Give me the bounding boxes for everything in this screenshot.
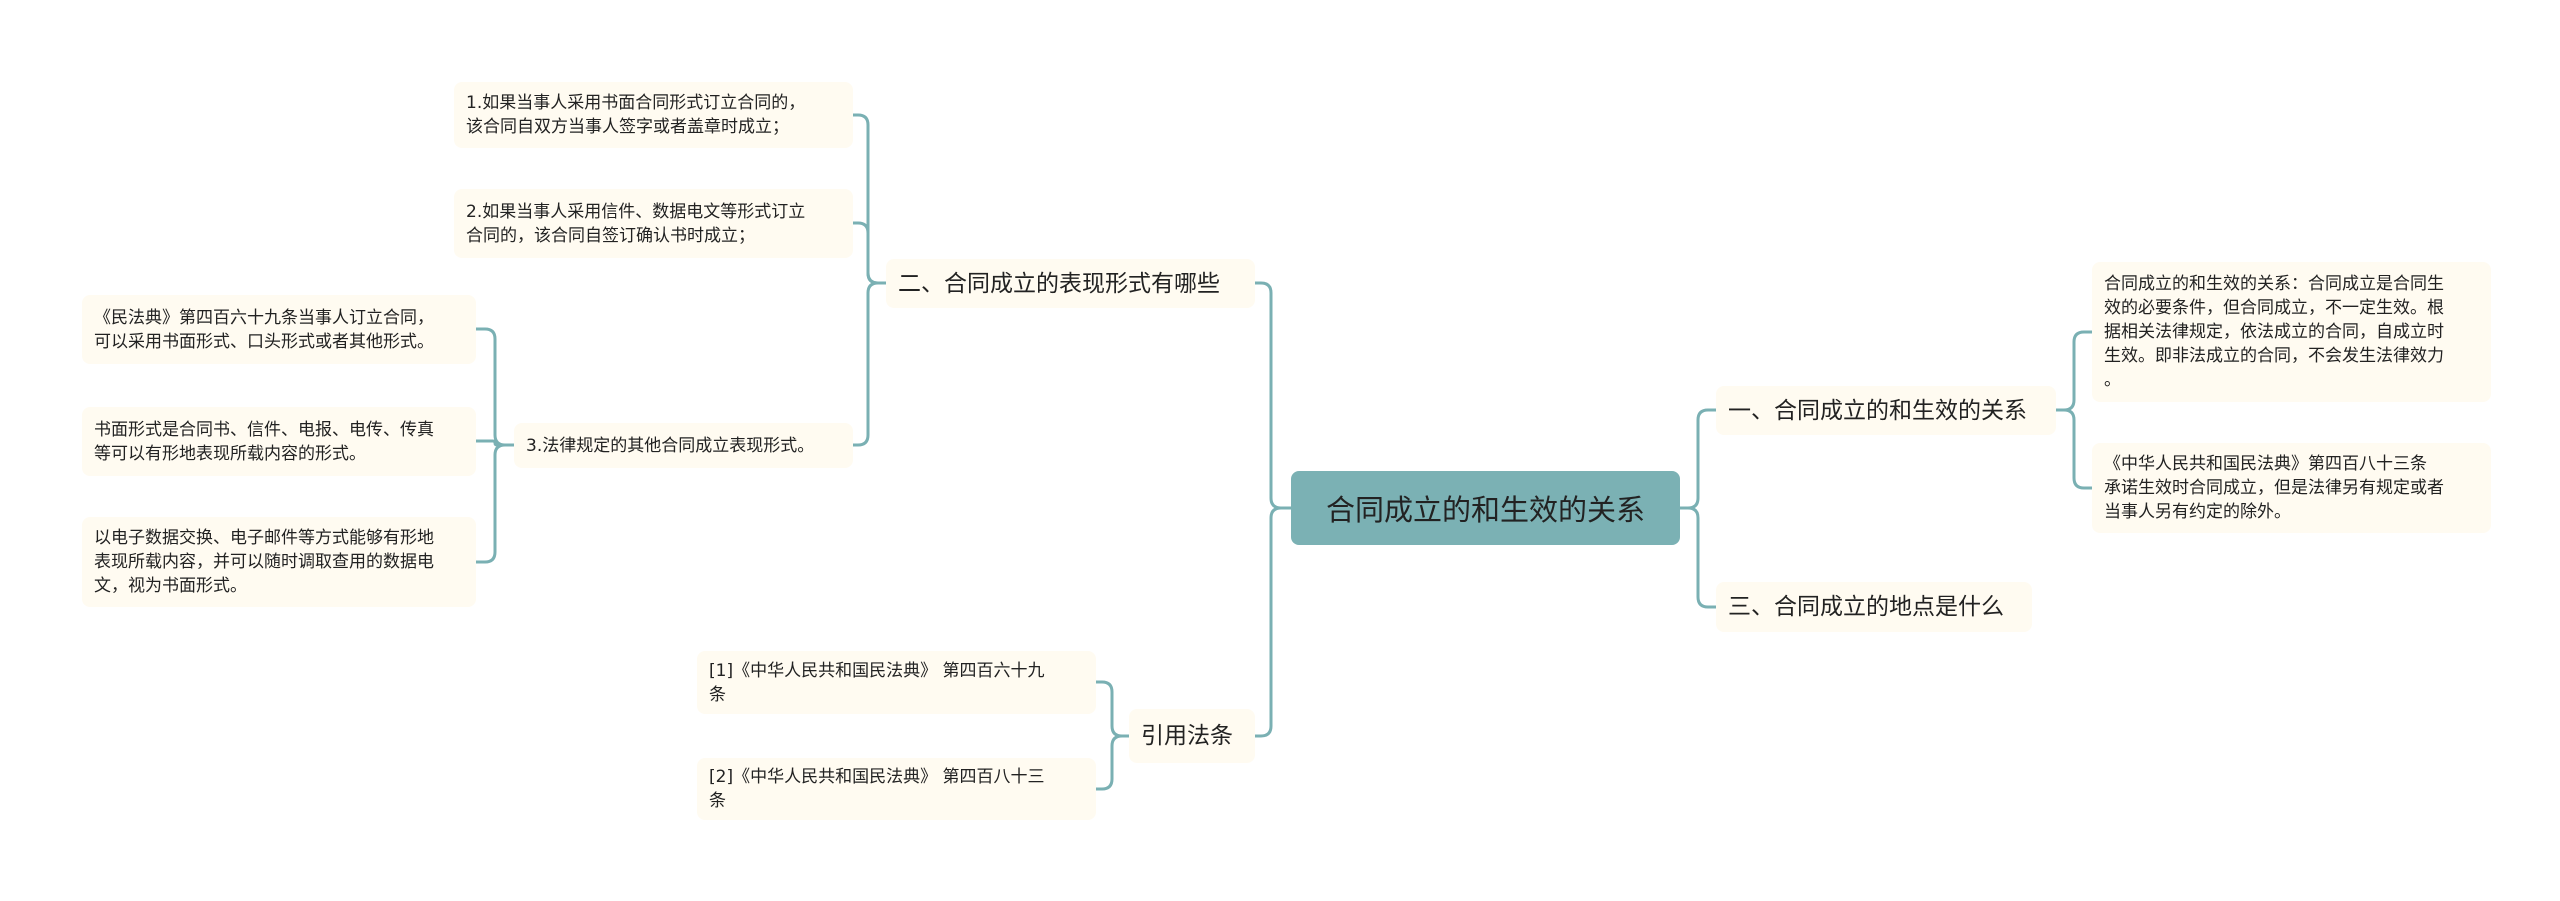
leaf-text: [1]《中华人民共和国民法典》 第四百六十九 条 — [709, 660, 1045, 705]
leaf-form-3[interactable]: 3.法律规定的其他合同成立表现形式。 — [514, 423, 853, 468]
branch-place[interactable]: 三、合同成立的地点是什么 — [1716, 582, 2032, 632]
reference-1[interactable]: [1]《中华人民共和国民法典》 第四百六十九 条 — [697, 651, 1096, 714]
leaf-text: 书面形式是合同书、信件、电报、电传、传真 等可以有形地表现所载内容的形式。 — [94, 419, 434, 464]
leaf-text: 2.如果当事人采用信件、数据电文等形式订立 合同的，该合同自签订确认书时成立； — [466, 201, 806, 246]
branch-label: 三、合同成立的地点是什么 — [1728, 594, 2004, 620]
branch-forms[interactable]: 二、合同成立的表现形式有哪些 — [886, 259, 1255, 308]
subleaf-article-469[interactable]: 《民法典》第四百六十九条当事人订立合同， 可以采用书面形式、口头形式或者其他形式… — [82, 295, 476, 364]
connector-line — [476, 443, 514, 564]
branch-label: 二、合同成立的表现形式有哪些 — [898, 270, 1220, 297]
leaf-form-1[interactable]: 1.如果当事人采用书面合同形式订立合同的， 该合同自双方当事人签字或者盖章时成立… — [454, 82, 853, 148]
leaf-text: 1.如果当事人采用书面合同形式订立合同的， 该合同自双方当事人签字或者盖章时成立… — [466, 93, 806, 137]
branch-label: 一、合同成立的和生效的关系 — [1728, 397, 2027, 424]
leaf-text: [2]《中华人民共和国民法典》 第四百八十三 条 — [709, 767, 1045, 811]
connector-line — [2056, 330, 2092, 412]
leaf-text: 以电子数据交换、电子邮件等方式能够有形地 表现所载内容，并可以随时调取查用的数据… — [94, 528, 434, 596]
connector-line — [1096, 734, 1129, 791]
leaf-relationship-explanation[interactable]: 合同成立的和生效的关系：合同成立是合同生 效的必要条件，但合同成立，不一定生效。… — [2092, 262, 2491, 402]
reference-2[interactable]: [2]《中华人民共和国民法典》 第四百八十三 条 — [697, 758, 1096, 820]
branch-label: 引用法条 — [1141, 723, 1233, 749]
connector-line — [853, 281, 886, 447]
root-label: 合同成立的和生效的关系 — [1325, 493, 1645, 527]
leaf-text: 3.法律规定的其他合同成立表现形式。 — [526, 435, 815, 456]
leaf-text: 《民法典》第四百六十九条当事人订立合同， 可以采用书面形式、口头形式或者其他形式… — [94, 307, 434, 352]
connector-line — [2056, 408, 2092, 490]
leaf-text: 《中华人民共和国民法典》第四百八十三条 承诺生效时合同成立，但是法律另有规定或者… — [2104, 454, 2444, 522]
root-node[interactable]: 合同成立的和生效的关系 — [1291, 471, 1680, 545]
connector-line — [476, 439, 514, 447]
connector-line — [1680, 506, 1716, 609]
connector-line — [1096, 680, 1129, 738]
subleaf-electronic-data[interactable]: 以电子数据交换、电子邮件等方式能够有形地 表现所载内容，并可以随时调取查用的数据… — [82, 517, 476, 607]
branch-references[interactable]: 引用法条 — [1129, 709, 1255, 763]
connector-line — [476, 327, 514, 447]
connector-line — [1255, 281, 1291, 510]
connector-line — [1255, 506, 1291, 738]
leaf-text: 合同成立的和生效的关系：合同成立是合同生 效的必要条件，但合同成立，不一定生效。… — [2104, 274, 2444, 390]
leaf-form-2[interactable]: 2.如果当事人采用信件、数据电文等形式订立 合同的，该合同自签订确认书时成立； — [454, 189, 853, 258]
subleaf-written-form[interactable]: 书面形式是合同书、信件、电报、电传、传真 等可以有形地表现所载内容的形式。 — [82, 407, 476, 476]
connector-line — [1680, 408, 1716, 510]
leaf-article-483[interactable]: 《中华人民共和国民法典》第四百八十三条 承诺生效时合同成立，但是法律另有规定或者… — [2092, 443, 2491, 533]
branch-relationship[interactable]: 一、合同成立的和生效的关系 — [1716, 386, 2056, 435]
